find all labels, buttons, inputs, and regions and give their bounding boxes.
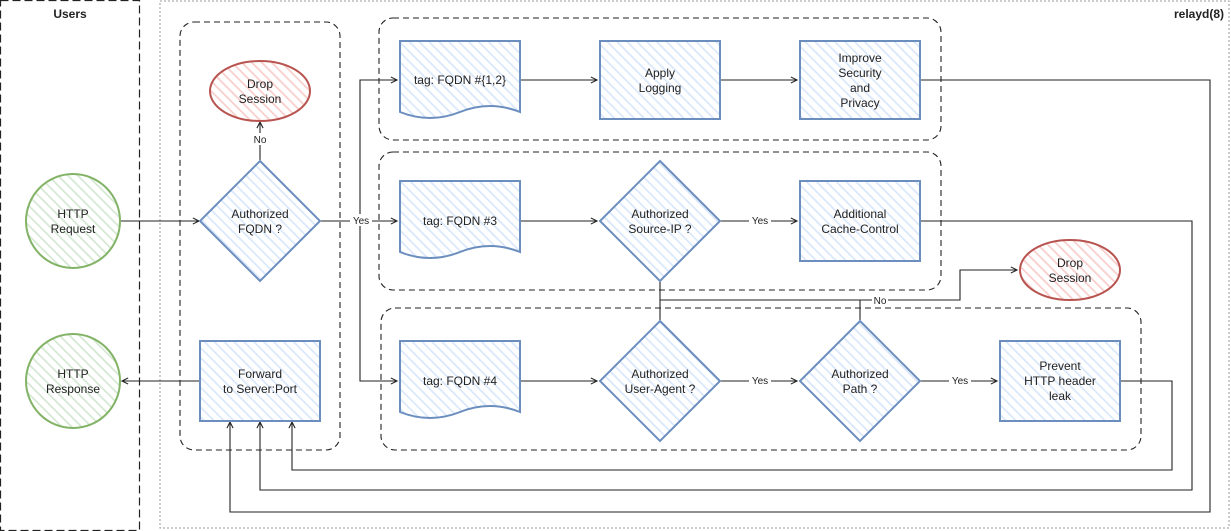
improve-security-label-3: and xyxy=(850,81,870,95)
edge-label-checks-no: No xyxy=(874,296,887,307)
edge-fqdn-yes-to-tag12 xyxy=(320,80,397,222)
drop-session-right-label-1: Drop xyxy=(1057,256,1083,270)
authorized-source-ip-decision[interactable]: Authorized Source-IP ? xyxy=(598,159,722,283)
authorized-fqdn-decision[interactable]: Authorized FQDN ? xyxy=(198,159,322,283)
http-request-node[interactable]: HTTP Request xyxy=(25,173,121,269)
edge-label-path-yes: Yes xyxy=(952,376,968,387)
authorized-path-decision[interactable]: Authorized Path ? xyxy=(798,319,922,443)
edge-label-fqdn-yes: Yes xyxy=(353,216,369,227)
edge-labels: No Yes Yes Yes Yes No xyxy=(252,133,971,387)
tag-fqdn-4-node[interactable]: tag: FQDN #4 xyxy=(399,340,521,419)
prevent-leak-label-2: HTTP header xyxy=(1024,374,1096,388)
authorized-source-ip-label-2: Source-IP ? xyxy=(628,222,691,236)
forward-label-1: Forward xyxy=(238,367,282,381)
edge-improve-to-forward xyxy=(230,79,1211,513)
additional-cache-label-1: Additional xyxy=(834,207,887,221)
http-response-node[interactable]: HTTP Response xyxy=(25,333,121,429)
fqdn-4-group xyxy=(380,307,1142,451)
edge-label-useragent-yes: Yes xyxy=(752,376,768,387)
edge-label-fqdn-no: No xyxy=(254,135,267,146)
edge-prevent-to-forward xyxy=(292,380,1173,471)
drop-session-top-label-1: Drop xyxy=(247,77,273,91)
apply-logging-label-1: Apply xyxy=(645,66,675,80)
authorized-source-ip-label-1: Authorized xyxy=(631,207,688,221)
http-request-label-2: Request xyxy=(51,222,96,236)
edge-sourceip-no-to-drop xyxy=(659,270,1017,301)
edge-label-sourceip-yes: Yes xyxy=(752,216,768,227)
tag-fqdn-12-label: tag: FQDN #{1,2} xyxy=(414,73,506,87)
drop-session-top-node[interactable]: Drop Session xyxy=(209,60,311,122)
forward-to-server-node[interactable]: Forward to Server:Port xyxy=(199,340,321,422)
users-panel-title: Users xyxy=(53,7,87,21)
improve-security-label-1: Improve xyxy=(838,51,882,65)
authorized-fqdn-label-1: Authorized xyxy=(231,207,288,221)
relayd-panel-title: relayd(8) xyxy=(1174,7,1224,21)
fqdn-12-group xyxy=(378,17,942,141)
apply-logging-label-2: Logging xyxy=(639,81,682,95)
drop-session-top-label-2: Session xyxy=(239,92,282,106)
additional-cache-control-node[interactable]: Additional Cache-Control xyxy=(799,180,921,262)
prevent-leak-label-3: leak xyxy=(1049,389,1072,403)
tag-fqdn-3-label: tag: FQDN #3 xyxy=(423,214,497,228)
authorized-path-label-2: Path ? xyxy=(843,382,878,396)
additional-cache-label-2: Cache-Control xyxy=(821,222,898,236)
prevent-header-leak-node[interactable]: Prevent HTTP header leak xyxy=(999,340,1121,422)
edge-cache-to-forward xyxy=(260,220,1193,491)
improve-security-label-2: Security xyxy=(838,66,881,80)
edge-fqdn-yes-to-tag4 xyxy=(359,221,397,381)
authorized-user-agent-label-1: Authorized xyxy=(631,367,688,381)
authorized-path-label-1: Authorized xyxy=(831,367,888,381)
improve-security-node[interactable]: Improve Security and Privacy xyxy=(799,40,921,120)
http-response-label-1: HTTP xyxy=(57,367,88,381)
authorized-user-agent-label-2: User-Agent ? xyxy=(625,382,696,396)
edges xyxy=(120,79,1211,513)
tag-fqdn-3-node[interactable]: tag: FQDN #3 xyxy=(399,180,521,259)
authorized-user-agent-decision[interactable]: Authorized User-Agent ? xyxy=(598,319,722,443)
prevent-leak-label-1: Prevent xyxy=(1039,359,1081,373)
apply-logging-node[interactable]: Apply Logging xyxy=(599,40,721,120)
drop-session-right-node[interactable]: Drop Session xyxy=(1019,239,1121,301)
improve-security-label-4: Privacy xyxy=(840,96,879,110)
relayd-panel: relayd(8) xyxy=(159,0,1230,529)
forward-label-2: to Server:Port xyxy=(223,382,298,396)
tag-fqdn-4-label: tag: FQDN #4 xyxy=(423,374,497,388)
authorized-fqdn-label-2: FQDN ? xyxy=(238,222,282,236)
http-response-label-2: Response xyxy=(46,382,100,396)
http-request-label-1: HTTP xyxy=(57,207,88,221)
drop-session-right-label-2: Session xyxy=(1049,271,1092,285)
tag-fqdn-12-node[interactable]: tag: FQDN #{1,2} xyxy=(399,40,521,119)
